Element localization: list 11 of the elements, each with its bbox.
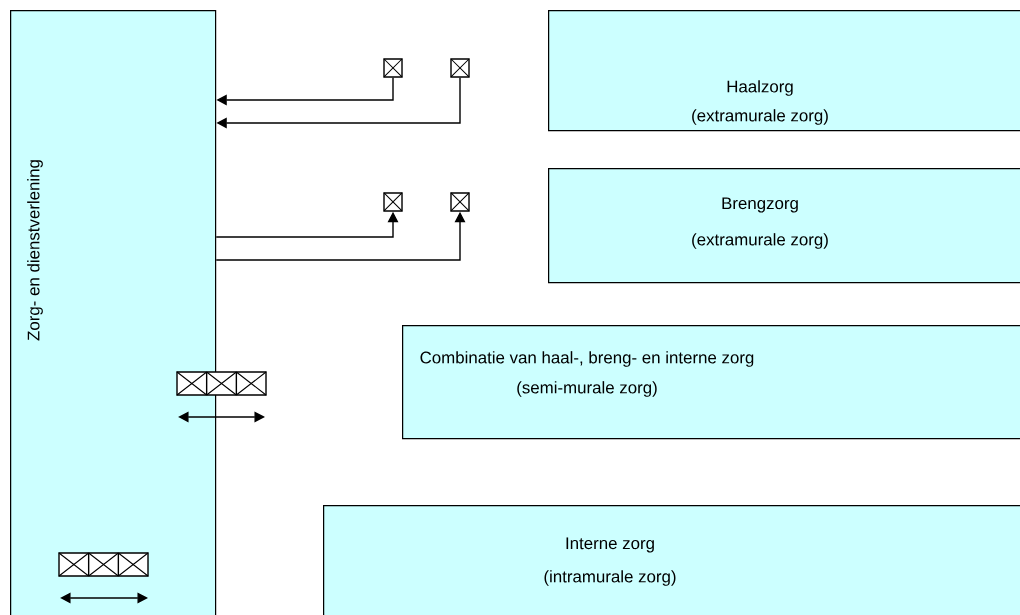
care-box: Haalzorg (extramurale zorg): [548, 10, 1020, 132]
crossed-box: [450, 58, 470, 78]
crossed-box: [450, 192, 470, 212]
care-box: Brengzorg (extramurale zorg): [548, 168, 1020, 284]
crossed-box-strip: [58, 552, 149, 577]
crossed-box: [383, 192, 403, 212]
care-box: Interne zorg (intramurale zorg): [323, 505, 1020, 615]
side-panel: Zorg- en dienstverlening: [10, 10, 217, 615]
crossed-box-strip: [176, 371, 267, 396]
crossed-box: [383, 58, 403, 78]
care-box: Combinatie van haal-, breng- en interne zorg (semi-murale zorg): [402, 325, 1020, 440]
